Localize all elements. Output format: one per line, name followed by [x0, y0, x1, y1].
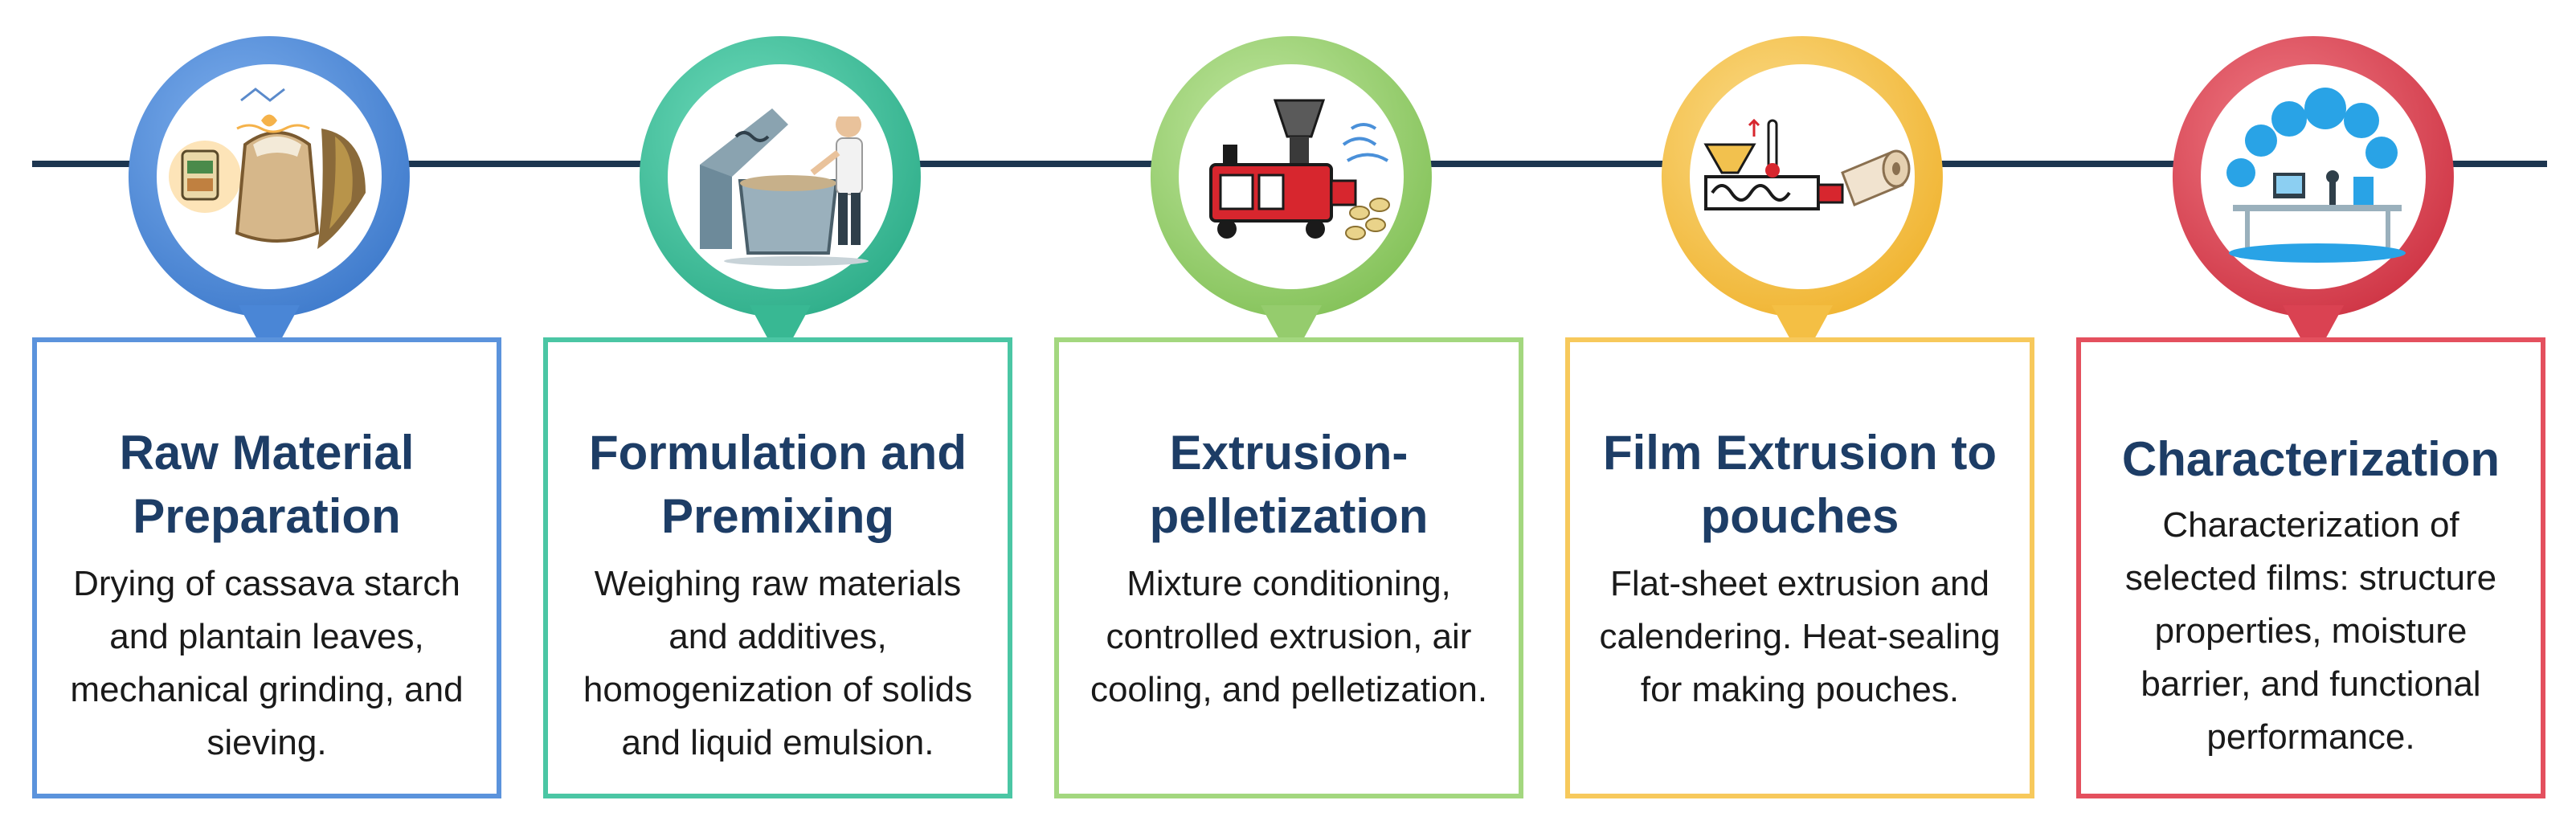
- step-title: Extrusion-pelletization: [1149, 426, 1429, 543]
- step-3-marker: [1150, 36, 1432, 361]
- step-title: Characterization: [2121, 432, 2500, 486]
- step-2-marker: [639, 36, 921, 361]
- step-4-marker: [1661, 36, 1943, 361]
- laboratory-analysis-icon: [2226, 88, 2406, 263]
- step-description: Mixture conditioning,controlled extrusio…: [1090, 564, 1488, 709]
- step-card: Extrusion-pelletization Mixture conditio…: [1054, 337, 1523, 798]
- raw-materials-sack-leaves-icon: [169, 88, 366, 249]
- step-extrusion-pelletization: Extrusion-pelletization Mixture conditio…: [1054, 32, 1528, 803]
- extruder-pellets-icon: [1209, 99, 1390, 240]
- film-extruder-roll-icon: [1703, 118, 1911, 210]
- step-5-marker: [2172, 36, 2454, 361]
- mixer-worker-icon: [700, 108, 869, 266]
- step-1-marker: [128, 36, 410, 361]
